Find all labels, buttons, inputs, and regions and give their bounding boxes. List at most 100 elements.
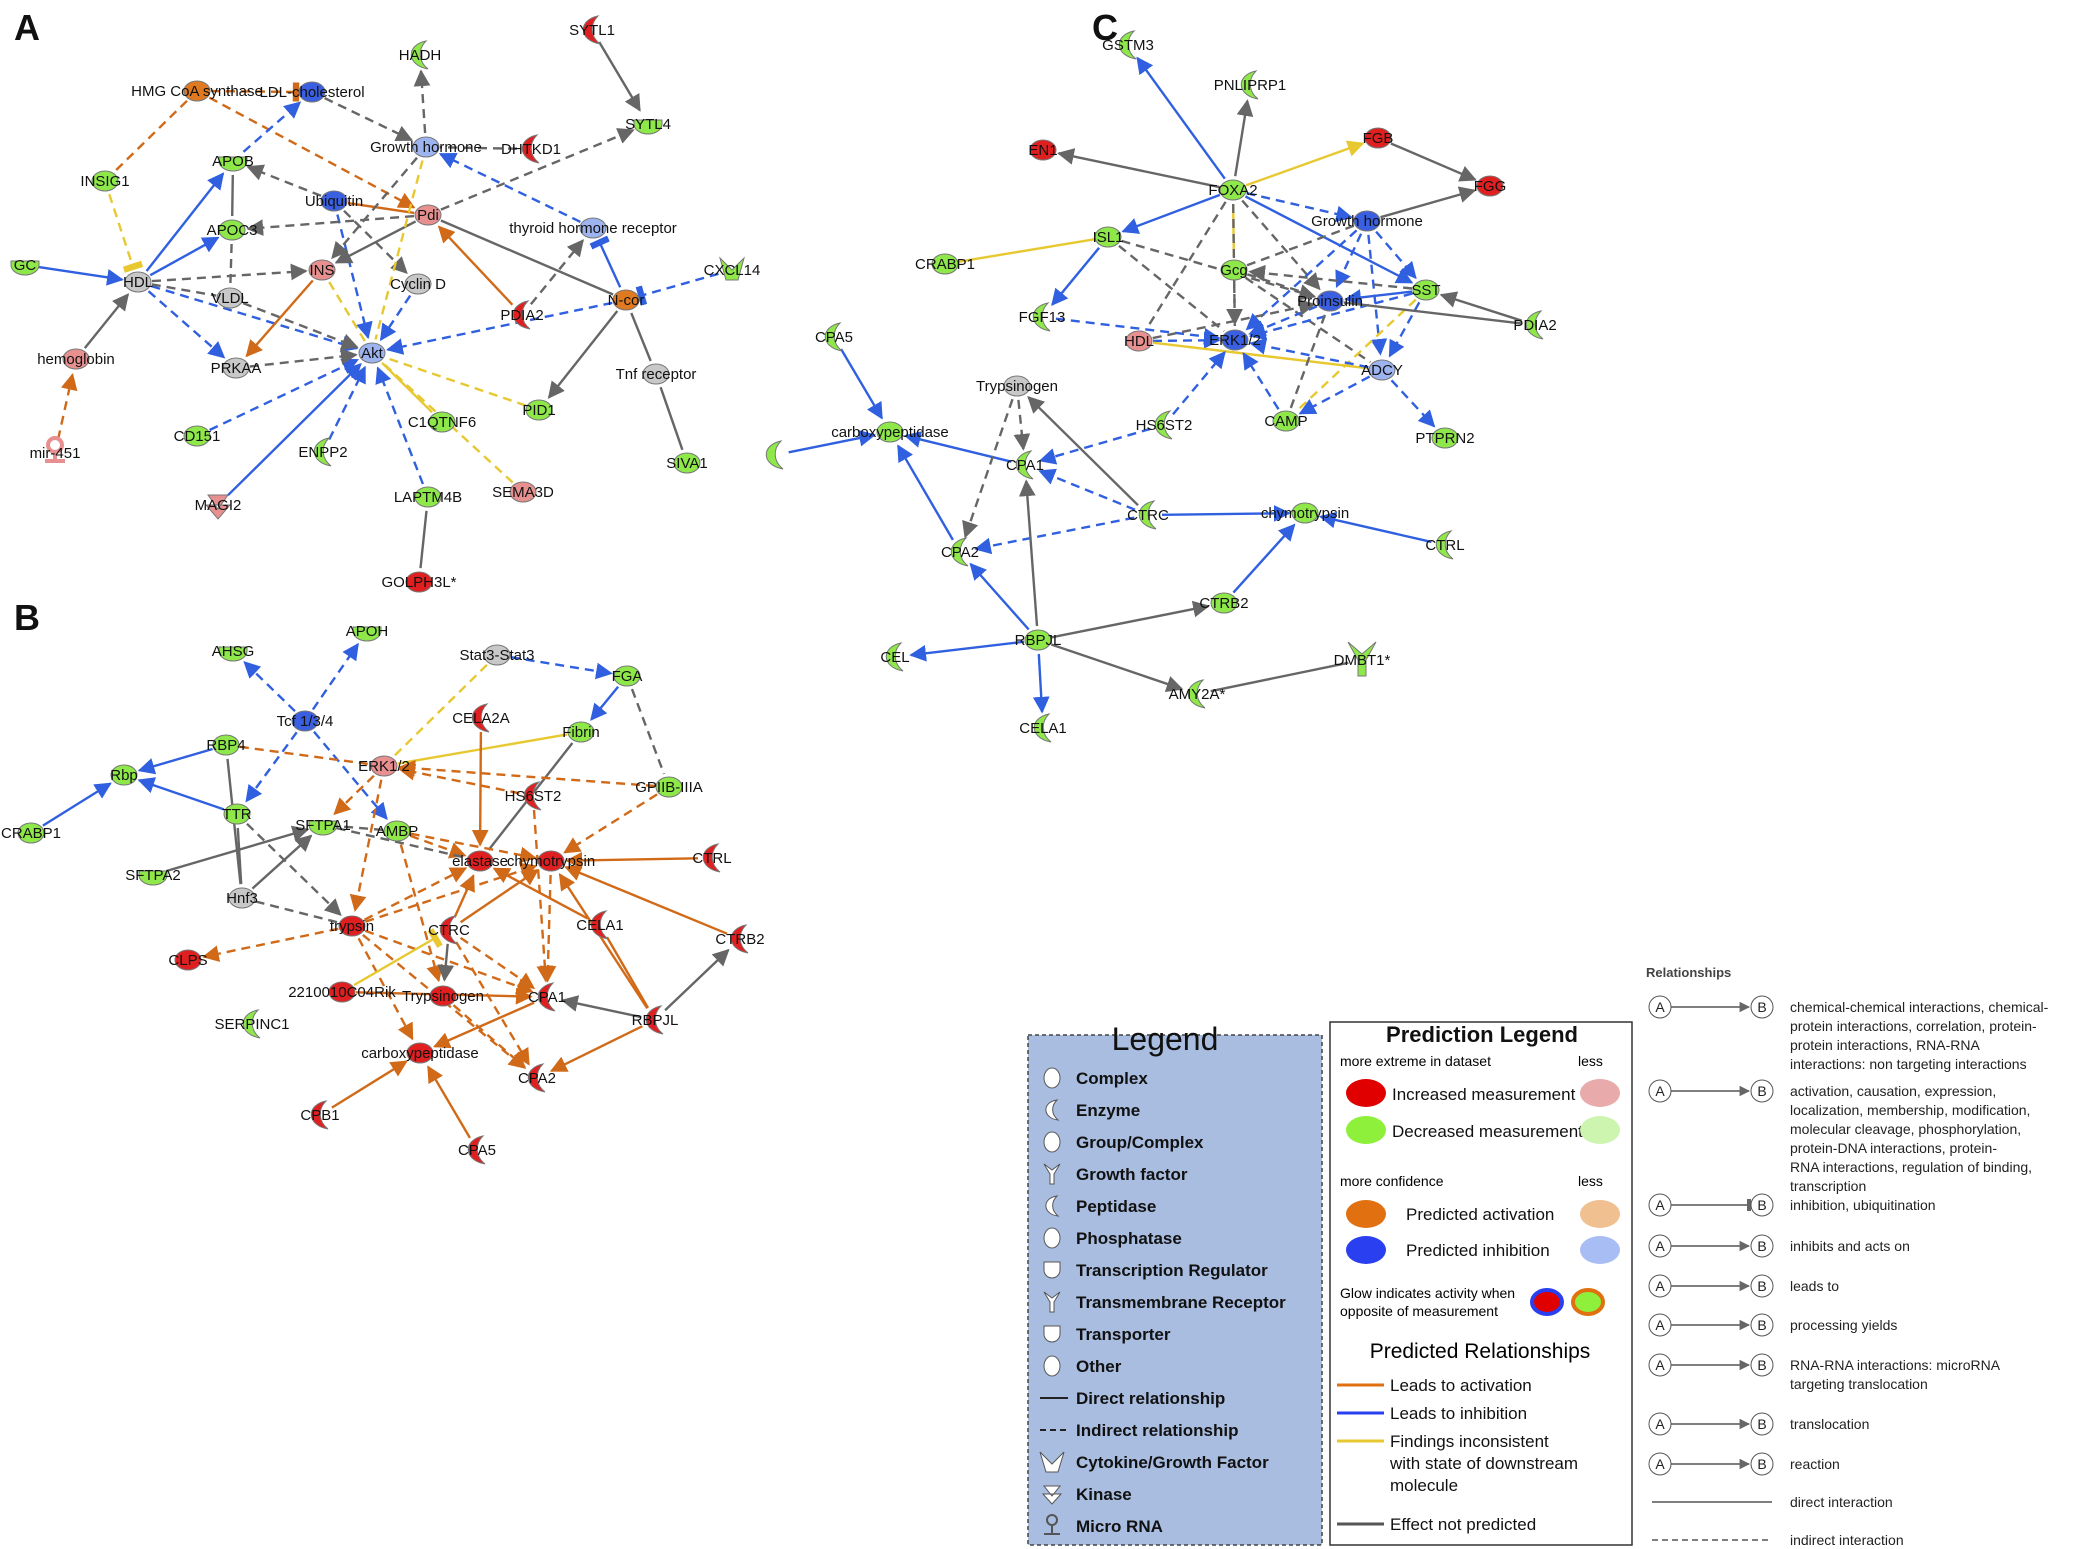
node-a-magi2[interactable]: MAGI2 bbox=[195, 494, 242, 520]
node-c-pnlip[interactable]: PNLIPRP1 bbox=[1214, 70, 1287, 100]
node-c-edge[interactable] bbox=[765, 440, 784, 470]
node-c-ghc[interactable]: Growth hormone bbox=[1311, 210, 1423, 232]
node-a-thr[interactable]: thyroid hormone receptor bbox=[509, 217, 677, 239]
node-c-ctrl[interactable]: CTRL bbox=[1425, 530, 1465, 560]
node-c-proins[interactable]: Proinsulin bbox=[1297, 290, 1363, 312]
node-a-ins[interactable]: INS bbox=[308, 259, 336, 281]
node-c-ptprn2[interactable]: PTPRN2 bbox=[1415, 427, 1475, 449]
node-b-fga[interactable]: FGA bbox=[612, 665, 643, 687]
node-b-hs6st2b[interactable]: HS6ST2 bbox=[505, 781, 562, 811]
node-c-hdlc[interactable]: HDL bbox=[1124, 330, 1154, 352]
node-b-gp2b[interactable]: GPIIB-IIIA bbox=[635, 776, 703, 798]
node-b-hnf3[interactable]: Hnf3 bbox=[226, 887, 258, 909]
node-c-adcy[interactable]: ADCY bbox=[1361, 359, 1403, 381]
node-c-crabp1c[interactable]: CRABP1 bbox=[915, 253, 975, 275]
node-a-hadh[interactable]: HADH bbox=[399, 40, 442, 70]
node-a-akt[interactable]: Akt bbox=[358, 342, 386, 364]
node-b-rbp[interactable]: Rbp bbox=[110, 764, 138, 786]
node-c-camp[interactable]: CAMP bbox=[1264, 410, 1308, 432]
node-b-cela2a[interactable]: CELA2A bbox=[452, 703, 510, 733]
node-a-insig1[interactable]: INSIG1 bbox=[80, 170, 130, 192]
node-a-ldlc[interactable]: LDL-cholesterol bbox=[259, 81, 365, 103]
node-c-chymc[interactable]: chymotrypsin bbox=[1261, 502, 1349, 524]
node-b-cpa1b[interactable]: CPA1 bbox=[528, 982, 566, 1012]
node-a-mir451[interactable]: mir-451 bbox=[30, 436, 81, 463]
node-a-hdl[interactable]: HDL bbox=[123, 271, 153, 293]
node-a-prkaa[interactable]: PRKAA bbox=[211, 357, 262, 379]
node-b-rbpjlb[interactable]: RBPJL bbox=[632, 1005, 679, 1035]
node-b-trypsin[interactable]: trypsin bbox=[330, 915, 374, 937]
node-c-hs6st2c[interactable]: HS6ST2 bbox=[1136, 410, 1193, 440]
node-a-gh[interactable]: Growth hormone bbox=[370, 136, 482, 158]
node-b-ambp[interactable]: AMBP bbox=[376, 820, 419, 842]
node-a-vldl[interactable]: VLDL bbox=[211, 287, 249, 309]
node-c-dmbt1[interactable]: DMBT1* bbox=[1334, 641, 1391, 677]
node-b-chym[interactable]: chymotrypsin bbox=[507, 850, 595, 872]
node-a-tnf[interactable]: Tnf receptor bbox=[616, 363, 697, 385]
node-c-isl1[interactable]: ISL1 bbox=[1093, 226, 1124, 248]
node-b-fibrin[interactable]: Fibrin bbox=[562, 721, 600, 743]
node-b-tryps[interactable]: Trypsinogen bbox=[402, 985, 484, 1007]
node-b-cpb1[interactable]: CPB1 bbox=[300, 1100, 340, 1130]
node-b-tcf[interactable]: Tcf 1/3/4 bbox=[277, 710, 334, 732]
node-a-enpp2[interactable]: ENPP2 bbox=[298, 437, 348, 467]
node-a-sytl1[interactable]: SYTL1 bbox=[569, 15, 615, 45]
node-a-cycd[interactable]: Cyclin D bbox=[390, 273, 446, 295]
node-c-erkc[interactable]: ERK1/2 bbox=[1209, 329, 1261, 351]
node-c-sst[interactable]: SST bbox=[1411, 279, 1441, 301]
node-b-erk[interactable]: ERK1/2 bbox=[358, 755, 410, 777]
node-c-cel[interactable]: CEL bbox=[880, 642, 910, 672]
node-a-hemo[interactable]: hemoglobin bbox=[37, 348, 115, 370]
node-b-ctrcb[interactable]: CTRC bbox=[428, 915, 470, 945]
node-b-elas[interactable]: elastase bbox=[452, 850, 508, 872]
node-a-ncor[interactable]: N-cor bbox=[608, 289, 645, 311]
node-a-pid1[interactable]: PID1 bbox=[522, 399, 556, 421]
node-a-sema3d[interactable]: SEMA3D bbox=[492, 481, 554, 503]
node-a-cd151[interactable]: CD151 bbox=[174, 425, 221, 447]
node-c-pdia2c[interactable]: PDIA2 bbox=[1513, 310, 1557, 340]
node-c-gstm3[interactable]: GSTM3 bbox=[1102, 30, 1154, 60]
node-b-cela1b[interactable]: CELA1 bbox=[576, 910, 624, 940]
node-c-cpa2c[interactable]: CPA2 bbox=[941, 537, 979, 567]
node-b-ctrlb[interactable]: CTRL bbox=[692, 843, 732, 873]
node-c-fgg[interactable]: FGG bbox=[1474, 175, 1507, 197]
node-c-carbc[interactable]: carboxypeptidase bbox=[831, 421, 949, 443]
node-c-en1[interactable]: EN1 bbox=[1028, 139, 1058, 161]
node-b-crabp1b[interactable]: CRABP1 bbox=[1, 822, 61, 844]
node-b-ahsg[interactable]: AHSG bbox=[212, 643, 255, 662]
node-b-sftpa1[interactable]: SFTPA1 bbox=[295, 817, 351, 836]
node-c-gcg[interactable]: Gcg bbox=[1220, 259, 1248, 281]
node-a-cxcl14[interactable]: CXCL14 bbox=[704, 256, 761, 281]
node-a-pdi[interactable]: Pdi bbox=[414, 204, 442, 226]
node-c-fgb[interactable]: FGB bbox=[1363, 127, 1394, 149]
node-a-ubq[interactable]: Ubiquitin bbox=[305, 190, 363, 212]
node-a-gc[interactable]: GC bbox=[10, 257, 40, 276]
node-b-rbp4[interactable]: RBP4 bbox=[206, 734, 246, 756]
node-c-ctrb2[interactable]: CTRB2 bbox=[1199, 592, 1249, 614]
node-a-apoc3[interactable]: APOC3 bbox=[207, 219, 258, 241]
node-c-cpa1c[interactable]: CPA1 bbox=[1006, 450, 1044, 480]
node-b-ctrb2b[interactable]: CTRB2 bbox=[715, 924, 765, 954]
node-a-golph[interactable]: GOLPH3L* bbox=[381, 571, 457, 593]
node-c-foxa2[interactable]: FOXA2 bbox=[1208, 179, 1258, 201]
node-c-cpa5c[interactable]: CPA5 bbox=[815, 322, 853, 352]
node-b-cpa2b[interactable]: CPA2 bbox=[518, 1063, 556, 1093]
node-a-pdia2[interactable]: PDIA2 bbox=[500, 300, 544, 330]
node-a-apob[interactable]: APOB bbox=[212, 153, 254, 172]
node-a-hmg[interactable]: HMG CoA synthase bbox=[131, 80, 263, 102]
node-b-carbb[interactable]: carboxypeptidase bbox=[361, 1042, 479, 1064]
node-a-dhtkd1[interactable]: DHTKD1 bbox=[501, 134, 561, 164]
node-c-ctrc[interactable]: CTRC bbox=[1127, 500, 1169, 530]
node-c-rbpjl[interactable]: RBPJL bbox=[1015, 629, 1062, 651]
node-b-riken[interactable]: 2210010C04Rik bbox=[288, 981, 396, 1003]
node-b-sftpa2[interactable]: SFTPA2 bbox=[125, 867, 181, 886]
node-b-cpa5b[interactable]: CPA5 bbox=[458, 1135, 496, 1165]
node-b-ttr[interactable]: TTR bbox=[222, 803, 252, 825]
node-c-amy2a[interactable]: AMY2A* bbox=[1169, 679, 1226, 709]
node-b-stat3[interactable]: Stat3-Stat3 bbox=[459, 644, 535, 666]
node-c-fgf13[interactable]: FGF13 bbox=[1019, 302, 1066, 332]
node-a-sytl4[interactable]: SYTL4 bbox=[625, 116, 671, 135]
node-b-clps[interactable]: CLPS bbox=[168, 949, 208, 971]
node-c-tryc[interactable]: Trypsinogen bbox=[976, 375, 1058, 397]
node-a-siva1[interactable]: SIVA1 bbox=[666, 452, 708, 474]
